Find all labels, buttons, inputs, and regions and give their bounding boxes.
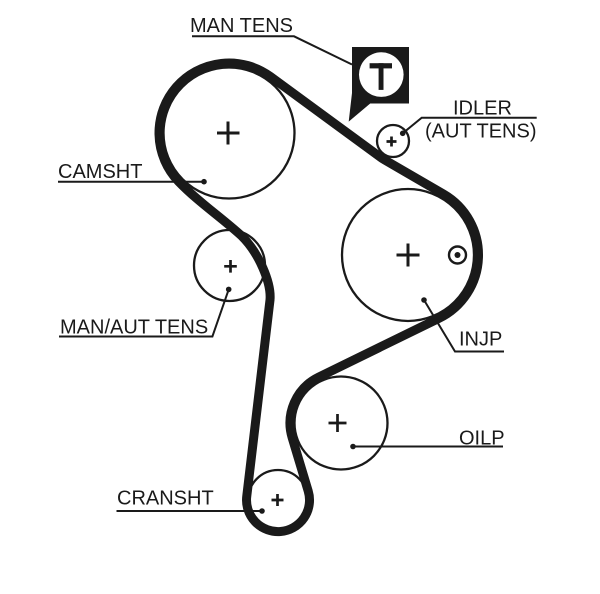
svg-text:(AUT TENS): (AUT TENS) bbox=[425, 121, 537, 143]
svg-text:INJP: INJP bbox=[459, 329, 502, 351]
svg-text:MAN TENS: MAN TENS bbox=[190, 15, 293, 37]
svg-text:CRANSHT: CRANSHT bbox=[117, 488, 214, 510]
svg-text:CAMSHT: CAMSHT bbox=[58, 161, 142, 183]
svg-text:IDLER: IDLER bbox=[453, 98, 512, 120]
svg-text:OILP: OILP bbox=[459, 428, 505, 450]
svg-text:MAN/AUT TENS: MAN/AUT TENS bbox=[60, 317, 208, 339]
